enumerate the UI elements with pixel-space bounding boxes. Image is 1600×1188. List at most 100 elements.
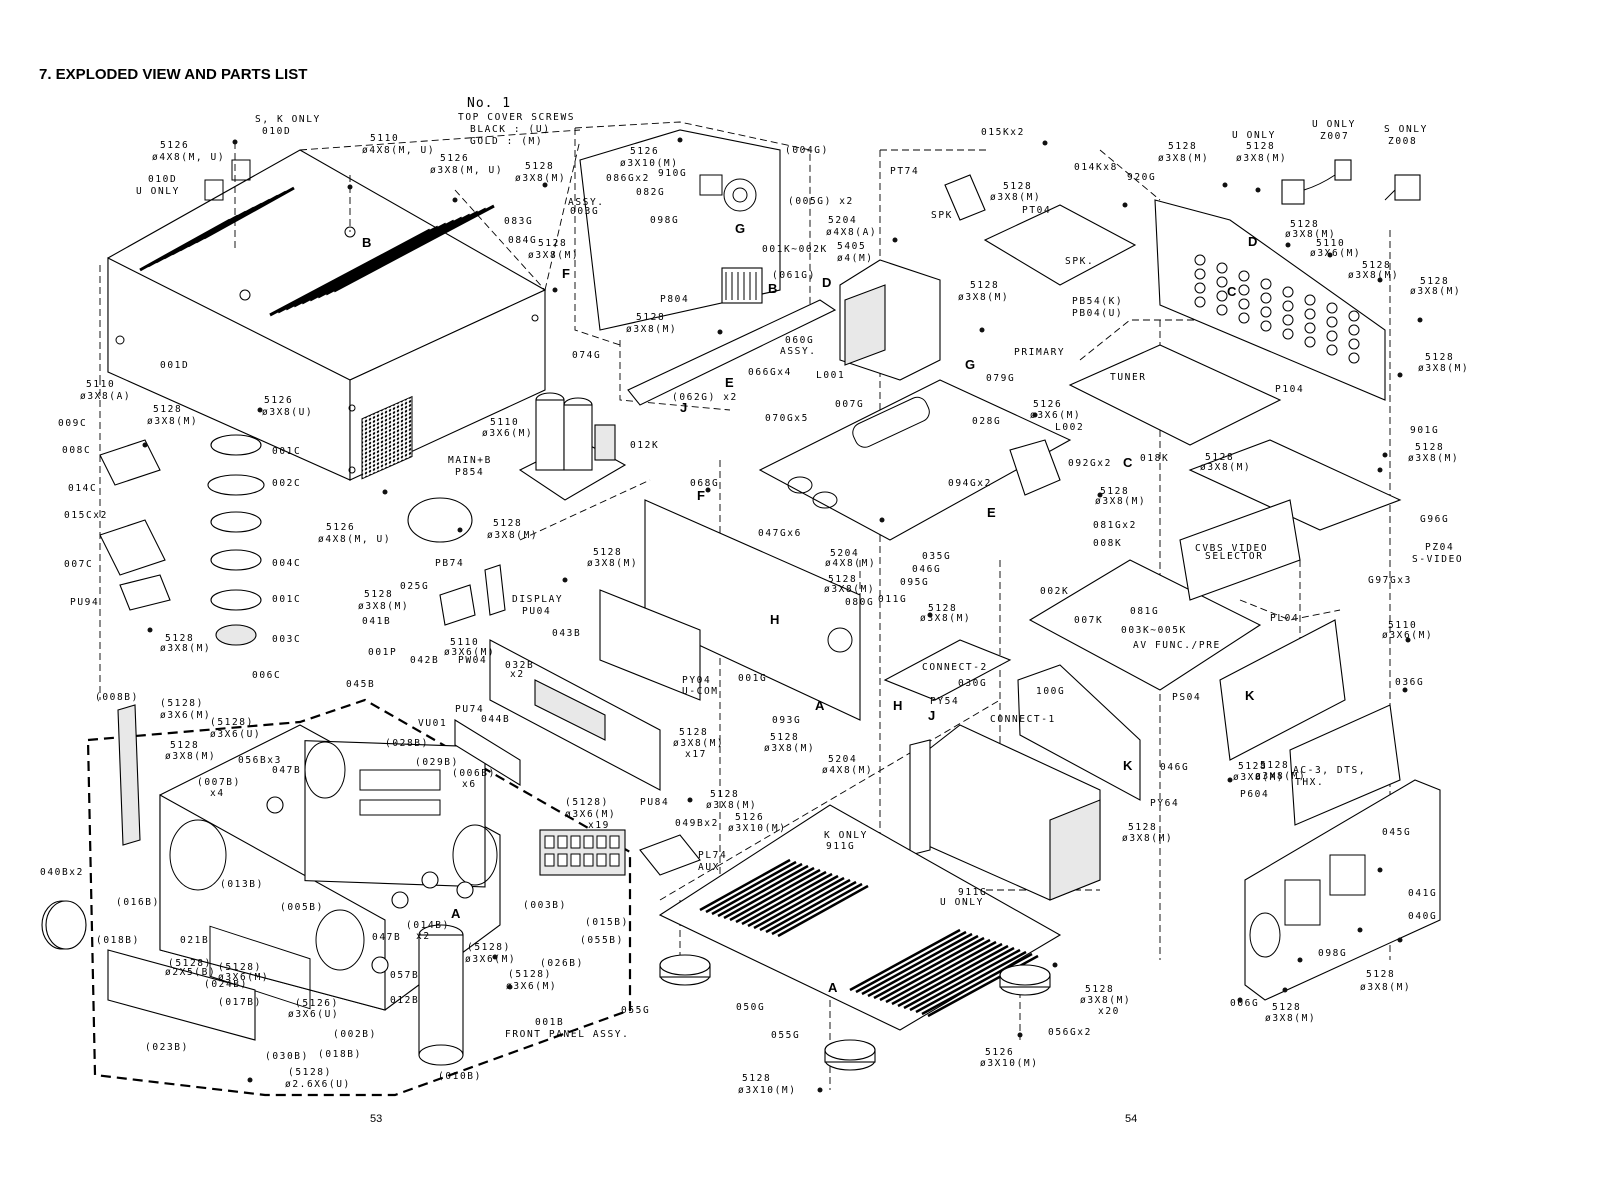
- label-l092g: 092Gx2: [1068, 458, 1112, 469]
- label-l5128_am2: ø3X10(M): [738, 1085, 797, 1096]
- label-l029b: (029B): [415, 757, 459, 768]
- label-l046g_b: 046G: [1160, 762, 1189, 773]
- ref-letter-e: E: [725, 375, 734, 390]
- main-capacitors-p854: [518, 392, 627, 501]
- label-l5128_al2: ø3X6(M): [506, 981, 557, 992]
- label-l001g: 001G: [738, 673, 767, 684]
- label-l010d: 010D: [262, 126, 291, 137]
- label-l094g: 094Gx2: [948, 478, 992, 489]
- label-l004c: 004C: [272, 558, 301, 569]
- label-selector: SELECTOR: [1205, 551, 1264, 562]
- label-u_only_d: U ONLY: [940, 897, 984, 908]
- label-s_only: S ONLY: [1384, 124, 1428, 135]
- label-l008b: (008B): [95, 692, 139, 703]
- label-assy_003g: ASSY.: [568, 197, 605, 208]
- label-l5126_c2: ø3X10(M): [620, 158, 679, 169]
- label-l5126_d: 5126: [264, 395, 293, 406]
- label-lpb04: PB04(U): [1072, 308, 1123, 319]
- side-bracket-008b: [117, 704, 141, 846]
- label-no1: No. 1: [467, 96, 511, 111]
- label-l5128_q: 5128: [1100, 486, 1129, 497]
- ref-letter-e: E: [987, 505, 996, 520]
- ref-letter-b: B: [362, 235, 371, 250]
- label-l5128_z: (5128): [160, 698, 204, 709]
- bracket-060g: [627, 299, 837, 406]
- ref-letter-g: G: [735, 221, 745, 236]
- label-l5204_c: 5204: [828, 754, 857, 765]
- ref-letter-d: D: [822, 275, 831, 290]
- label-l5128_b: 5128: [538, 238, 567, 249]
- label-l5126_g2: ø3X10(M): [728, 823, 787, 834]
- label-l5204_b: 5204: [830, 548, 859, 559]
- label-lpb74: PB74: [435, 558, 464, 569]
- label-l5128_an2: ø3X8(M): [1080, 995, 1131, 1006]
- label-l5126_h2: ø3X6(U): [288, 1009, 339, 1020]
- ref-letter-h: H: [893, 698, 902, 713]
- label-l001p: 001P: [368, 647, 397, 658]
- power-transformer-l001: [839, 259, 941, 381]
- label-l002b: (002B): [333, 1029, 377, 1040]
- label-ac3: AC-3, DTS,: [1293, 765, 1366, 776]
- label-ll002: L002: [1055, 422, 1084, 433]
- ref-letter-a: A: [828, 980, 838, 995]
- label-l5128_m: 5128: [1205, 452, 1234, 463]
- label-l5128_m2: ø3X8(M): [1200, 462, 1251, 473]
- label-l001c: 001C: [272, 446, 301, 457]
- label-l074g: 074G: [572, 350, 601, 361]
- label-l5128_n: 5128: [153, 404, 182, 415]
- label-lpb54: PB54(K): [1072, 296, 1123, 307]
- label-l5128_d: 5128: [1003, 181, 1032, 192]
- speaker-terminal-pt74: [944, 174, 986, 221]
- av-function-pcb: [1028, 559, 1262, 691]
- motor-stack-001c: [207, 434, 265, 646]
- page-number-right: 54: [1125, 1113, 1138, 1125]
- label-l081g: 081G: [1130, 606, 1159, 617]
- label-l044b: 044B: [481, 714, 510, 725]
- label-l001k: 001K~002K: [762, 244, 828, 255]
- label-l006g: 006G: [1230, 998, 1259, 1009]
- label-l910g: 910G: [658, 168, 687, 179]
- label-l5128_ai: (5128): [218, 962, 262, 973]
- ref-letter-a: A: [815, 698, 825, 713]
- label-l5110_a2: ø4X8(M, U): [362, 145, 435, 156]
- label-l5128_e2: ø3X8(M): [1158, 153, 1209, 164]
- label-l5204_a2: ø4X8(A): [826, 227, 877, 238]
- label-lspk2: SPK.: [1065, 256, 1094, 267]
- label-lp854: P854: [455, 467, 484, 478]
- label-l5128_t: 5128: [593, 547, 622, 558]
- label-l080g: 080G: [845, 597, 874, 608]
- label-l5128_j: 5128: [1425, 352, 1454, 363]
- label-l5128_f2: ø3X8(M): [1236, 153, 1287, 164]
- label-lpt74: PT74: [890, 166, 919, 177]
- label-l030b: (030B): [265, 1051, 309, 1062]
- label-l5204_b2: ø4X8(M): [825, 558, 876, 569]
- label-l5126_f: 5126: [1033, 399, 1062, 410]
- label-l023b: (023B): [145, 1042, 189, 1053]
- label-l5128_h2: ø3X8(M): [1348, 270, 1399, 281]
- side-bar-010b: [418, 924, 464, 1066]
- label-l028g: 028G: [972, 416, 1001, 427]
- label-l5110_a: 5110: [370, 133, 399, 144]
- label-lpu74: PU74: [455, 704, 484, 715]
- label-top_cover_screws: TOP COVER SCREWS: [458, 112, 575, 123]
- label-l040b: 040Bx2: [40, 867, 84, 878]
- ref-letter-c: C: [1227, 284, 1237, 299]
- ref-letter-g: G: [965, 357, 975, 372]
- label-l016b: (016B): [116, 897, 160, 908]
- label-l5128_d2: ø3X8(M): [990, 192, 1041, 203]
- label-l008k: 008K: [1093, 538, 1122, 549]
- label-l5126_f2: ø3X6(M): [1030, 410, 1081, 421]
- label-u_only_c: U ONLY: [1312, 119, 1356, 130]
- label-l070g: 070Gx5: [765, 413, 809, 424]
- label-lvu01: VU01: [418, 718, 447, 729]
- label-l5126_g: 5126: [735, 812, 764, 823]
- label-l002k: 002K: [1040, 586, 1069, 597]
- label-l093g: 093G: [772, 715, 801, 726]
- label-l5128_v2: ø3X8(M): [1233, 772, 1284, 783]
- label-l5128_l: 5128: [1415, 442, 1444, 453]
- label-l083g: 083G: [504, 216, 533, 227]
- label-l042b: 042B: [410, 655, 439, 666]
- label-lz007: Z007: [1320, 131, 1349, 142]
- label-l5128_h: 5128: [1362, 260, 1391, 271]
- label-l5126_e: 5126: [326, 522, 355, 533]
